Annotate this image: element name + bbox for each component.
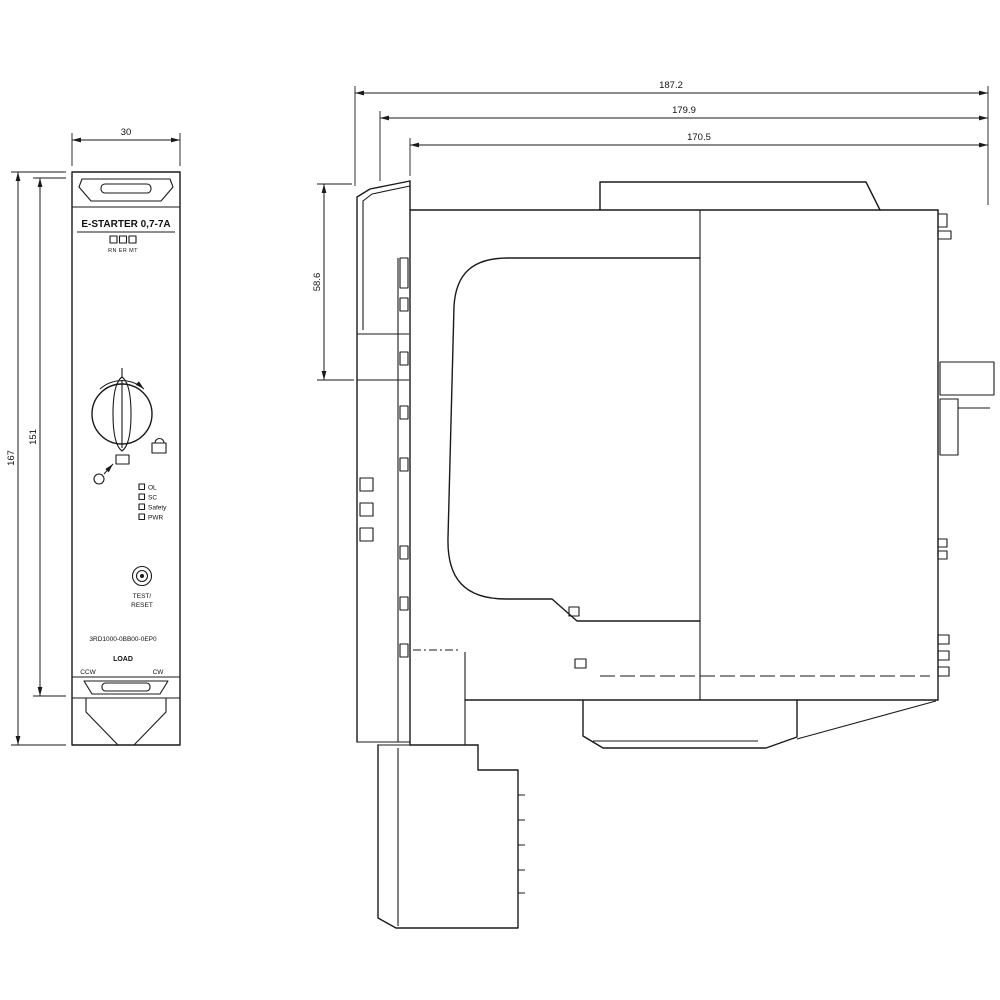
top-connector xyxy=(78,178,174,202)
test-reset-label-2: RESET xyxy=(131,602,153,609)
clip-detail-box xyxy=(359,502,374,517)
vent-slots xyxy=(399,257,409,658)
rotary-handle xyxy=(112,376,132,452)
terminal-block xyxy=(939,361,995,396)
front-dimensions: 30 167 151 xyxy=(6,127,181,746)
led-label: PWR xyxy=(148,515,163,522)
side-dimensions: 187.2 179.9 170.5 58.6 xyxy=(312,80,989,381)
vent-slot xyxy=(399,297,409,312)
status-led-box xyxy=(118,235,128,244)
right-tab xyxy=(937,550,948,560)
led-label: SC xyxy=(148,495,157,502)
front-view: E-STARTER 0,7-7A RN ER MT OL SC Safety P… xyxy=(71,171,181,746)
right-tab xyxy=(937,666,950,677)
led-box xyxy=(138,513,146,521)
right-tab xyxy=(937,538,948,548)
status-led-box xyxy=(109,235,118,244)
led-box xyxy=(138,483,146,491)
front-outline xyxy=(71,171,181,746)
rotation-arrow-icon xyxy=(99,380,145,390)
handle-base xyxy=(115,454,130,465)
bottom-housing-edge xyxy=(133,698,167,746)
right-side-details xyxy=(937,213,995,677)
led-label: OL xyxy=(148,485,157,492)
test-reset-button-inner xyxy=(135,569,149,583)
led-box xyxy=(138,493,146,501)
top-flange xyxy=(599,181,881,211)
part-number: 3RD1000-0BB00-0EP0 xyxy=(89,636,157,643)
vent-slot xyxy=(399,457,409,472)
right-tab xyxy=(937,213,948,228)
product-label: E-STARTER 0,7-7A xyxy=(81,219,170,230)
led-label: Safety xyxy=(148,505,167,512)
dim-height-total-value: 167 xyxy=(6,450,17,466)
clip-detail-box xyxy=(359,477,374,492)
cover-panel xyxy=(447,257,701,622)
test-reset-button-dot xyxy=(140,574,144,578)
terminal-block-lower xyxy=(939,398,959,456)
din-clip-outline xyxy=(356,180,411,743)
status-led-box xyxy=(128,235,137,244)
release-arrow-icon xyxy=(103,463,114,475)
test-reset-label-1: TEST/ xyxy=(133,593,152,600)
top-connector-slot xyxy=(100,183,152,194)
side-view xyxy=(356,180,995,929)
bottom-bracket xyxy=(582,699,798,749)
bottom-connector xyxy=(83,680,169,695)
manual-operation-icon xyxy=(154,437,165,444)
dim-width-value: 30 xyxy=(121,127,132,138)
dim-clip-height-value: 58.6 xyxy=(312,273,323,292)
clip-detail-box xyxy=(359,527,374,542)
vent-slot xyxy=(399,405,409,420)
screw-detail xyxy=(568,606,580,617)
led-box xyxy=(138,503,146,511)
manual-operation-icon-body xyxy=(151,442,167,454)
led-legend: OL SC Safety PWR xyxy=(138,483,167,522)
cw-label: CW xyxy=(153,669,165,676)
vent-slot xyxy=(399,643,409,658)
load-label: LOAD xyxy=(113,656,133,663)
dim-height-body-value: 151 xyxy=(28,429,39,445)
mounting-foot-outline xyxy=(377,744,519,929)
foot-ticks xyxy=(518,794,525,894)
vent-slot xyxy=(399,596,409,611)
vent-slot xyxy=(399,257,409,289)
bottom-ramp xyxy=(796,700,937,740)
din-clip-inner xyxy=(362,185,411,330)
bottom-housing-edge xyxy=(85,698,119,746)
vent-slot xyxy=(399,545,409,560)
right-tab xyxy=(937,650,950,661)
screw-detail xyxy=(574,658,587,669)
dim-depth-total-value: 187.2 xyxy=(659,80,683,91)
ccw-label: CCW xyxy=(80,669,96,676)
din-rail-pocket xyxy=(357,333,409,381)
extension-line xyxy=(11,171,66,746)
dim-depth-body-value: 170.5 xyxy=(687,132,711,143)
vent-slot xyxy=(399,351,409,366)
bottom-connector-slot xyxy=(101,682,151,692)
status-caption: RN ER MT xyxy=(108,248,138,254)
dim-depth-mid-value: 179.9 xyxy=(672,105,696,116)
release-button-icon xyxy=(93,473,105,485)
test-reset-button xyxy=(131,565,153,587)
right-tab xyxy=(937,634,950,645)
right-tab xyxy=(937,230,952,240)
